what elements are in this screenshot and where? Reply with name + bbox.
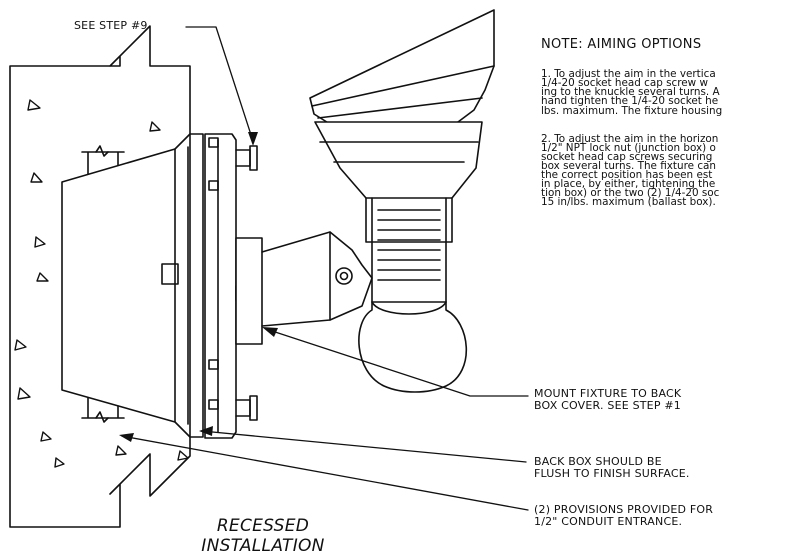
note-title: NOTE: AIMING OPTIONS	[541, 37, 702, 52]
callout-line: MOUNT FIXTURE TO BACK	[534, 387, 682, 400]
wall-section	[9, 25, 191, 528]
note-line: in place, by either, tightening the	[541, 178, 716, 190]
note-line: 1/2" NPT lock nut (junction box) o	[541, 142, 716, 154]
conduit-provision-bottom	[81, 397, 125, 423]
conduit-provision-top	[81, 145, 125, 175]
note-line: tion box) or the two (2) 1/4-20 soc	[541, 187, 720, 199]
mounting-arm	[235, 231, 373, 345]
caption-line: INSTALLATION	[201, 536, 325, 556]
back-box-cover	[204, 133, 258, 439]
back-box	[61, 133, 204, 438]
note-line: 2. To adjust the aim in the horizon	[541, 133, 719, 145]
note-line: lbs. maximum. The fixture housing	[541, 105, 723, 117]
callout-line: BOX COVER. SEE STEP #1	[534, 399, 681, 412]
callout-line: (2) PROVISIONS PROVIDED FOR	[534, 503, 714, 516]
callout-line: FLUSH TO FINISH SURFACE.	[534, 467, 690, 480]
see-step-9-label: SEE STEP #9	[74, 19, 148, 32]
note-line: box several turns. The fixture can	[541, 160, 717, 172]
cover-screw-bottom	[208, 359, 219, 410]
note-line: the correct position has been est	[541, 169, 713, 181]
concrete-aggregate	[14, 99, 189, 468]
leader-lines	[121, 26, 529, 511]
caption-line: RECESSED	[216, 516, 310, 536]
note-line: socket head cap screws securing	[541, 151, 713, 163]
note-line: 1. To adjust the aim in the vertica	[541, 68, 716, 80]
callout-line: 1/2" CONDUIT ENTRANCE.	[534, 515, 683, 528]
light-fixture	[309, 9, 495, 393]
note-line: hand tighten the 1/4-20 socket he	[541, 95, 719, 107]
note-line: ing to the knuckle several turns. A	[541, 86, 720, 98]
callout-line: BACK BOX SHOULD BE	[534, 455, 662, 468]
arrowheads	[119, 132, 278, 442]
note-line: 1/4-20 socket head cap screw w	[541, 77, 708, 89]
note-line: 15 in/lbs. maximum (ballast box).	[541, 196, 716, 208]
